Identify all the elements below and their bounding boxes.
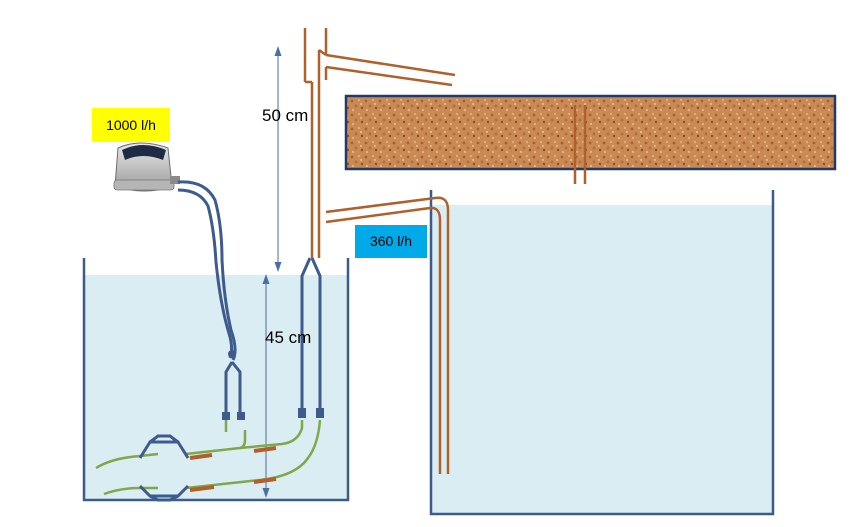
right-tank xyxy=(429,190,775,516)
dimension-50cm xyxy=(274,46,282,272)
airlift-lower-pipes xyxy=(300,257,322,412)
air-pump-icon xyxy=(113,142,180,192)
pump-flow-label: 1000 l/h xyxy=(92,108,170,142)
airlift-flow-label: 360 l/h xyxy=(355,225,427,258)
right-tank-water xyxy=(431,205,773,513)
airlift-riser xyxy=(303,28,456,474)
diffuser-icon xyxy=(138,434,190,502)
gravel-bed xyxy=(344,94,837,184)
couplings xyxy=(189,446,277,492)
pipe-joints xyxy=(222,408,324,420)
left-tank-water xyxy=(84,275,348,500)
dimension-45cm xyxy=(262,274,270,498)
left-tank xyxy=(82,258,350,502)
height-label: 50 cm xyxy=(262,106,309,125)
left-tank-wall xyxy=(82,258,350,502)
right-tank-wall xyxy=(429,190,775,516)
depth-label: 45 cm xyxy=(265,328,312,347)
airlines xyxy=(177,180,242,412)
